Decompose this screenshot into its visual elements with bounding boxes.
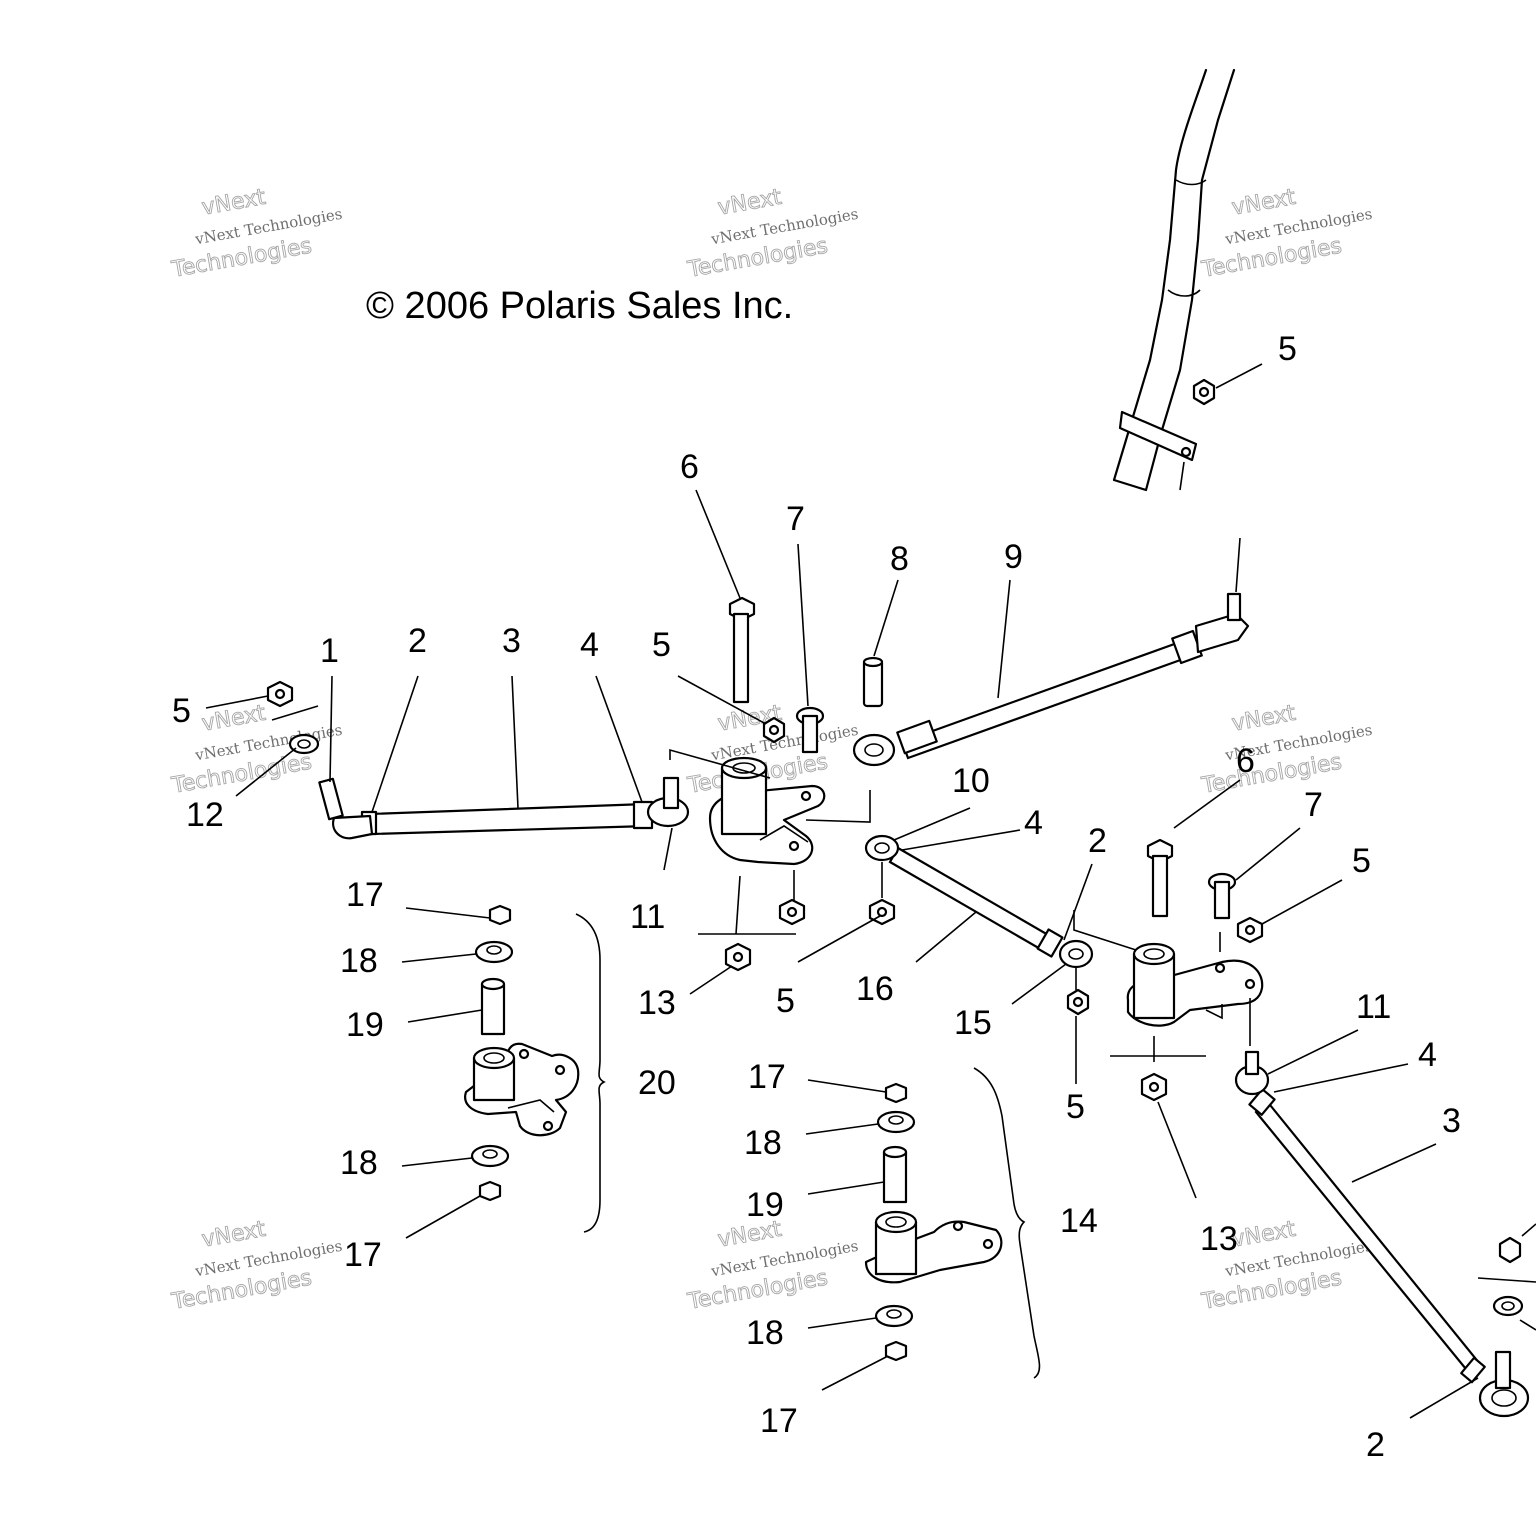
callout-5-left: 5 — [172, 692, 191, 730]
callout-13-left: 13 — [638, 984, 676, 1022]
callout-11-left: 11 — [630, 898, 665, 936]
watermark-top-center: vNext vNext Technologies Technologies — [685, 184, 860, 283]
callout-5-right: 5 — [1352, 842, 1371, 880]
svg-text:Technologies: Technologies — [685, 1266, 830, 1315]
callout-19-b: 19 — [746, 1186, 784, 1224]
bolt-8 — [862, 656, 884, 708]
callout-4-right: 4 — [1418, 1036, 1437, 1074]
callout-2-right: 2 — [1366, 1426, 1385, 1464]
assembly-14 — [864, 1067, 1041, 1379]
callouts: 5 6 7 8 9 1 2 3 4 5 5 12 11 10 4 2 6 7 5… — [172, 330, 1461, 1464]
callout-18-d: 18 — [746, 1314, 784, 1352]
nut-13-left — [724, 942, 752, 972]
bolt-6-left — [728, 596, 756, 704]
callout-5-mid: 5 — [776, 982, 795, 1020]
nut-5-right — [1236, 916, 1264, 944]
callout-3-left: 3 — [502, 622, 521, 660]
pitman-arm-right — [1073, 910, 1264, 1062]
callout-5-column: 5 — [1278, 330, 1297, 368]
link-rod-9 — [852, 537, 1250, 767]
callout-2-left: 2 — [408, 622, 427, 660]
callout-5-drag: 5 — [1066, 1088, 1085, 1126]
steering-column — [1112, 68, 1236, 492]
callout-15: 15 — [954, 1004, 992, 1042]
svg-text:vNext: vNext — [200, 701, 268, 737]
callout-6-right: 6 — [1236, 742, 1255, 780]
callout-18-a: 18 — [340, 942, 378, 980]
callout-14: 14 — [1060, 1202, 1098, 1240]
callout-8: 8 — [890, 540, 909, 578]
watermark-top-right: vNext vNext Technologies Technologies — [1199, 184, 1374, 283]
nut-5-column — [1192, 378, 1216, 406]
svg-text:Technologies: Technologies — [685, 234, 830, 283]
leader-lines — [205, 363, 1479, 1419]
callout-18-c: 18 — [340, 1144, 378, 1182]
svg-text:Technologies: Technologies — [169, 234, 314, 283]
callout-3-right: 3 — [1442, 1102, 1461, 1140]
callout-9: 9 — [1004, 538, 1023, 576]
callout-17-a: 17 — [346, 876, 384, 914]
svg-text:vNext: vNext — [200, 185, 268, 221]
callout-13-right: 13 — [1200, 1220, 1238, 1258]
nut-13-right — [1140, 1072, 1168, 1102]
callout-2-mid: 2 — [1088, 822, 1107, 860]
watermark-bottom-left: vNext vNext Technologies Technologies — [169, 1216, 344, 1315]
callout-5-upper: 5 — [652, 626, 671, 664]
nut-5-left — [266, 680, 294, 708]
svg-text:Technologies: Technologies — [169, 1266, 314, 1315]
watermark-mid-right: vNext vNext Technologies Technologies — [1199, 700, 1374, 799]
svg-text:Technologies: Technologies — [1199, 234, 1344, 283]
svg-text:vNext: vNext — [1230, 1217, 1298, 1253]
washer-12 — [288, 733, 320, 755]
pitman-arm-left — [669, 748, 871, 935]
callout-18-b: 18 — [744, 1124, 782, 1162]
callout-7-right: 7 — [1304, 786, 1323, 824]
svg-text:vNext: vNext — [1230, 185, 1298, 221]
right-edge-parts — [1477, 1223, 1536, 1331]
callout-17-b: 17 — [748, 1058, 786, 1096]
callout-12: 12 — [186, 796, 224, 834]
nut-5-upper — [762, 716, 786, 744]
tie-rod-left — [318, 776, 690, 871]
callout-19-a: 19 — [346, 1006, 384, 1044]
svg-text:Technologies: Technologies — [1199, 1266, 1344, 1315]
svg-text:vNext: vNext — [716, 185, 784, 221]
callout-17-d: 17 — [760, 1402, 798, 1440]
callout-10: 10 — [952, 762, 990, 800]
watermark-top-left: vNext vNext Technologies Technologies — [169, 184, 344, 283]
svg-text:vNext: vNext — [200, 1217, 268, 1253]
drag-link-16 — [864, 834, 1094, 990]
callout-4-left: 4 — [580, 626, 599, 664]
callout-7-left: 7 — [786, 500, 805, 538]
bolt-6-right — [1146, 838, 1174, 918]
tie-rod-right — [1234, 1050, 1530, 1418]
nut-5-drag — [1066, 988, 1090, 1016]
callout-17-c: 17 — [344, 1236, 382, 1274]
watermark-mid-center: vNext vNext Technologies Technologies — [685, 700, 860, 799]
svg-text:vNext: vNext — [1230, 701, 1298, 737]
callout-4-mid: 4 — [1024, 804, 1043, 842]
assembly-20 — [464, 904, 606, 1233]
copyright-text: © 2006 Polaris Sales Inc. — [366, 285, 793, 327]
bolt-7-left — [795, 706, 825, 754]
callout-11-right: 11 — [1356, 988, 1391, 1026]
nut-5-mid-a — [778, 898, 806, 926]
bolt-7-right — [1207, 872, 1237, 920]
callout-6-left: 6 — [680, 448, 699, 486]
callout-1: 1 — [320, 632, 339, 670]
callout-20: 20 — [638, 1064, 676, 1102]
callout-16: 16 — [856, 970, 894, 1008]
